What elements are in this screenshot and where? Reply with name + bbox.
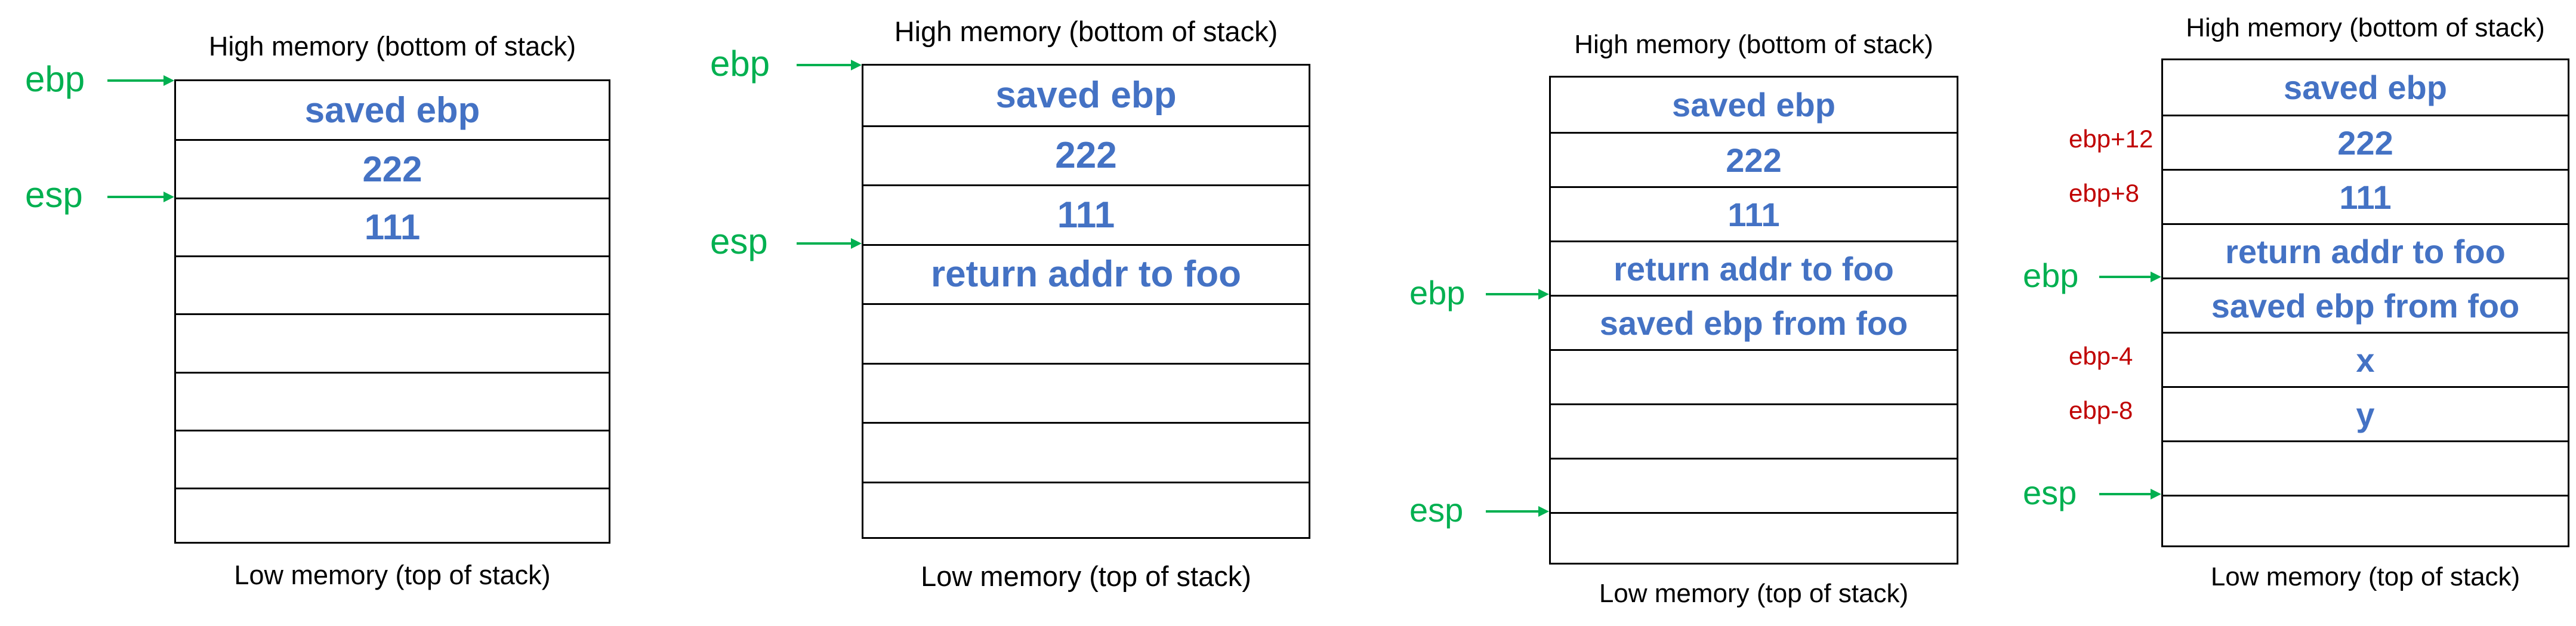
register-label: ebp <box>25 58 85 99</box>
stack-cell: 111 <box>2163 169 2568 223</box>
top-caption: High memory (bottom of stack) <box>2186 13 2545 42</box>
pointer-arrow <box>1486 506 1549 517</box>
offset-label: ebp+12 <box>2069 125 2154 153</box>
stack-cell: 111 <box>176 197 609 255</box>
bottom-caption: Low memory (top of stack) <box>1599 579 1909 608</box>
bottom-caption: Low memory (top of stack) <box>234 560 551 590</box>
stack-cell: return addr to foo <box>1551 240 1957 295</box>
bottom-caption: Low memory (top of stack) <box>921 560 1251 592</box>
register-label: ebp <box>2023 257 2079 295</box>
stack-cell: y <box>2163 386 2568 440</box>
stack-cell: saved ebp <box>1672 86 1835 124</box>
stack-cell <box>863 303 1309 363</box>
register-label: esp <box>1409 491 1464 529</box>
stack-cell: saved ebp <box>2284 69 2447 106</box>
stack-cell <box>1551 349 1957 403</box>
stack-cell <box>176 371 609 430</box>
pointer-arrow <box>1486 289 1549 300</box>
stack-cell <box>2163 495 2568 549</box>
pointer-arrow <box>2099 272 2161 282</box>
top-caption: High memory (bottom of stack) <box>1574 30 1933 59</box>
stack-cell <box>176 255 609 313</box>
register-label: ebp <box>1409 274 1466 312</box>
pointer-arrow <box>797 238 862 249</box>
stack-cell <box>863 481 1309 541</box>
stack-cell: 222 <box>863 125 1309 185</box>
stack-cell: saved ebp <box>995 75 1177 116</box>
stack-cell <box>863 422 1309 482</box>
stack-cell: saved ebp <box>304 90 480 131</box>
stack-cell <box>1551 403 1957 458</box>
register-label: esp <box>710 221 768 262</box>
stack-cell: x <box>2163 332 2568 386</box>
top-caption: High memory (bottom of stack) <box>894 16 1278 47</box>
stack-cell: 111 <box>863 184 1309 244</box>
offset-label: ebp+8 <box>2069 179 2139 208</box>
top-caption: High memory (bottom of stack) <box>208 31 576 61</box>
stack-cell: 222 <box>176 139 609 197</box>
offset-label: ebp-4 <box>2069 342 2133 371</box>
pointer-arrow <box>107 75 174 86</box>
stack-cell: return addr to foo <box>2163 223 2568 277</box>
stack-cell <box>1551 458 1957 512</box>
stack-cell: saved ebp from foo <box>1551 295 1957 349</box>
stack-cell <box>2163 440 2568 495</box>
stack-cell: saved ebp from foo <box>2163 277 2568 332</box>
register-label: esp <box>2023 474 2077 512</box>
stack-cell: 222 <box>2163 115 2568 169</box>
register-label: esp <box>25 175 83 215</box>
stack-cell <box>1551 512 1957 566</box>
stack-cell <box>176 429 609 488</box>
offset-label: ebp-8 <box>2069 396 2133 425</box>
register-label: ebp <box>710 43 770 84</box>
stack-cell: return addr to foo <box>863 243 1309 304</box>
pointer-arrow <box>107 191 174 202</box>
bottom-caption: Low memory (top of stack) <box>2210 562 2521 591</box>
pointer-arrow <box>2099 489 2161 499</box>
stack-cell: 222 <box>1551 132 1957 186</box>
stack-cell <box>176 313 609 371</box>
stack-cell: 111 <box>1551 186 1957 240</box>
stack-cell <box>176 488 609 545</box>
pointer-arrow <box>797 60 862 70</box>
stack-cell <box>863 362 1309 423</box>
